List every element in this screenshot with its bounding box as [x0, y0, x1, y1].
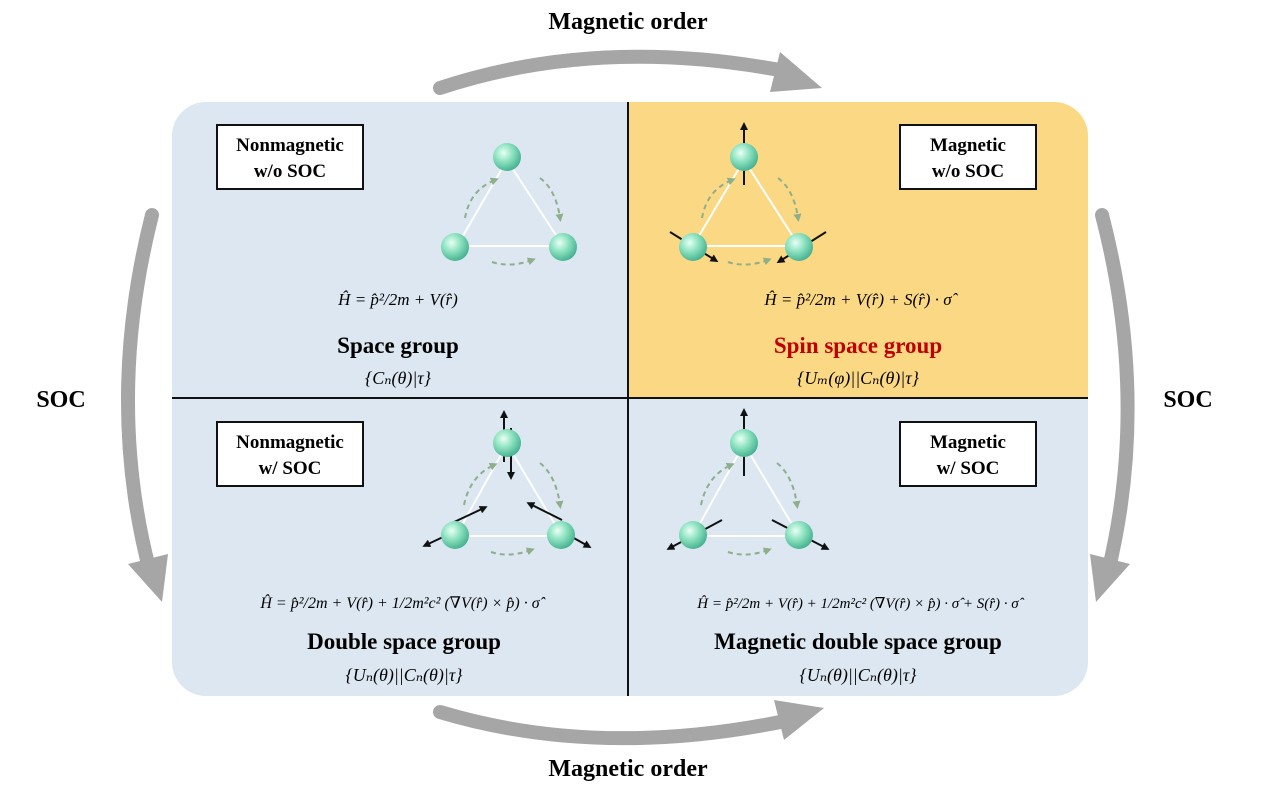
quadrant-top-right: Magnetic w/o SOC Ĥ = p̂²/2m + V(r̂) + S(…	[669, 122, 1037, 389]
atom	[679, 521, 707, 549]
lattice-triangle	[691, 441, 801, 537]
label-box	[216, 124, 364, 190]
rotation-arrow-left	[463, 463, 498, 506]
rotation-arrow-bottom	[727, 257, 772, 266]
soc-right-arrow	[1095, 208, 1135, 579]
label-box-line2: w/o SOC	[254, 161, 326, 182]
spin-down-arrow	[526, 502, 563, 521]
label-box-line2: w/o SOC	[932, 161, 1004, 182]
atom	[730, 429, 758, 457]
group-notation: {Uₙ(θ)||Cₙ(θ)|τ}	[800, 665, 918, 686]
hamiltonian: Ĥ = p̂²/2m + V(r̂)	[337, 290, 458, 309]
atom	[730, 143, 758, 171]
atom	[549, 233, 577, 261]
quadrant-bottom-right: Magnetic w/ SOC Ĥ = p̂²/2m + V(r̂) + 1/2…	[666, 408, 1037, 686]
group-name: Space group	[337, 333, 459, 358]
atom	[493, 143, 521, 171]
rotation-arrow-left	[700, 463, 735, 506]
label-box-line2: w/ SOC	[937, 458, 1000, 479]
rotation-arrow-left	[701, 177, 736, 219]
lattice-triangle	[454, 441, 564, 537]
lattice-triangle	[691, 158, 801, 247]
soc-right-arrowhead	[1090, 554, 1130, 602]
group-notation: {Uₘ(φ)||Cₙ(θ)|τ}	[797, 368, 920, 389]
rotation-arrow-right	[539, 462, 564, 509]
quadrant-bottom-left: Nonmagnetic w/ SOC Ĥ = p̂²/2m + V(r̂) + …	[216, 410, 592, 686]
label-box	[899, 124, 1037, 190]
quadrant-top-left: Nonmagnetic w/o SOC Ĥ = p̂²/2m + V(r̂) S…	[216, 124, 577, 389]
soc-left-label: SOC	[36, 387, 85, 413]
atom	[547, 521, 575, 549]
hamiltonian: Ĥ = p̂²/2m + V(r̂) + 1/2m²c² (∇V(r̂) × p…	[259, 593, 545, 612]
magnetic-order-top-label: Magnetic order	[548, 9, 708, 35]
atom	[785, 521, 813, 549]
rotation-arrow-right	[777, 177, 802, 222]
magnetic-order-bottom-label: Magnetic order	[548, 756, 708, 782]
magnetic-order-bottom-arrowhead	[774, 700, 824, 740]
soc-right-label: SOC	[1163, 387, 1212, 413]
group-name: Double space group	[307, 629, 501, 654]
label-box-line1: Magnetic	[930, 135, 1006, 156]
hamiltonian: Ĥ = p̂²/2m + V(r̂) + S(r̂) · σ̂	[763, 290, 958, 309]
group-name: Magnetic double space group	[714, 629, 1002, 654]
rotation-arrow-bottom	[491, 257, 536, 266]
label-box-line1: Nonmagnetic	[236, 432, 344, 453]
rotation-arrow-left	[464, 177, 499, 219]
hamiltonian: Ĥ = p̂²/2m + V(r̂) + 1/2m²c² (∇V(r̂) × p…	[696, 595, 1024, 612]
rotation-arrow-bottom	[727, 547, 772, 556]
atom	[785, 233, 813, 261]
group-notation: {Uₙ(θ)||Cₙ(θ)|τ}	[346, 665, 464, 686]
lattice-triangle	[455, 158, 565, 247]
label-box-line1: Magnetic	[930, 432, 1006, 453]
atom	[441, 233, 469, 261]
magnetic-order-bottom-arrow	[433, 705, 797, 746]
atom	[441, 521, 469, 549]
rotation-arrow-right	[776, 462, 801, 509]
soc-left-arrow	[121, 208, 159, 579]
atom	[493, 429, 521, 457]
rotation-arrow-bottom	[490, 547, 535, 556]
rotation-arrow-right	[539, 177, 564, 222]
soc-left-arrowhead	[128, 554, 168, 602]
label-box	[216, 421, 364, 487]
label-box-line2: w/ SOC	[259, 458, 322, 479]
magnetic-order-top-arrow	[433, 49, 797, 95]
magnetic-order-top-arrowhead	[770, 52, 822, 92]
group-notation: {Cₙ(θ)|τ}	[365, 368, 432, 389]
label-box	[899, 421, 1037, 487]
label-box-line1: Nonmagnetic	[236, 135, 344, 156]
group-name: Spin space group	[774, 333, 942, 358]
spin-down-arrow	[451, 506, 488, 524]
atom	[679, 233, 707, 261]
